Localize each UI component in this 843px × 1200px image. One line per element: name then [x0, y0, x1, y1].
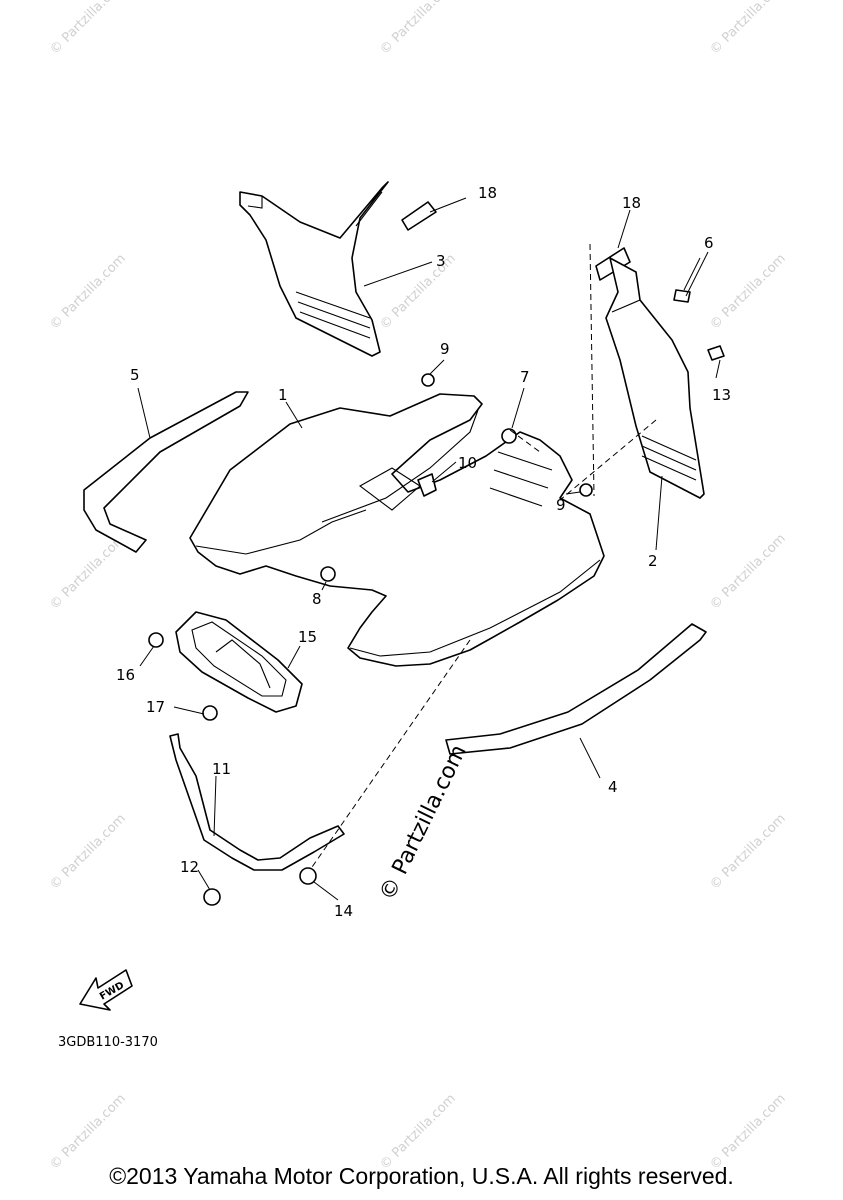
watermark: © Partzilla.com	[47, 0, 129, 58]
fwd-arrow-icon: FWD	[79, 969, 133, 1011]
watermark: © Partzilla.com	[707, 531, 789, 613]
watermark: © Partzilla.com	[377, 0, 459, 58]
bolts-top-right	[673, 289, 725, 361]
callout-13: 13	[712, 386, 731, 404]
watermark-center: © Partzilla.com	[375, 741, 472, 905]
part-15-bracket	[175, 611, 303, 713]
callout-14: 14	[334, 902, 353, 920]
watermark: © Partzilla.com	[47, 531, 129, 613]
callout-16: 16	[116, 666, 135, 684]
callout-3: 3	[436, 252, 446, 270]
watermark: © Partzilla.com	[47, 251, 129, 333]
part-2-side-cover-right	[605, 257, 705, 499]
watermark: © Partzilla.com	[47, 811, 129, 893]
part-5-flap-strip-left	[83, 391, 249, 553]
callout-17: 17	[146, 698, 165, 716]
part-4-flap-strip-right	[445, 623, 707, 755]
callout-7: 7	[520, 368, 530, 386]
watermark: © Partzilla.com	[707, 1091, 789, 1173]
callout-15: 15	[298, 628, 317, 646]
callout-4: 4	[608, 778, 618, 796]
watermark: © Partzilla.com	[707, 251, 789, 333]
leader-lines	[137, 197, 721, 901]
callout-10: 10	[458, 454, 477, 472]
callout-18-left: 18	[478, 184, 497, 202]
watermark: © Partzilla.com	[707, 811, 789, 893]
callout-8: 8	[312, 590, 322, 608]
part-1-rear-fender	[189, 393, 605, 667]
callouts: 1 2 3 4 5 6 7 8 9 9 10 11 12 13 14 15 16…	[116, 184, 731, 920]
callout-18-right: 18	[622, 194, 641, 212]
callout-1: 1	[278, 386, 288, 404]
callout-12: 12	[180, 858, 199, 876]
watermark: © Partzilla.com	[47, 1091, 129, 1173]
callout-9-right: 9	[556, 496, 566, 514]
callout-9-top: 9	[440, 340, 450, 358]
watermark: © Partzilla.com	[377, 1091, 459, 1173]
callout-11: 11	[212, 760, 231, 778]
part-11-stay	[169, 733, 345, 871]
copyright-notice: ©2013 Yamaha Motor Corporation, U.S.A. A…	[109, 1163, 734, 1189]
watermark: © Partzilla.com	[707, 0, 789, 58]
hardware	[148, 373, 593, 906]
callout-2: 2	[648, 552, 658, 570]
watermark: © Partzilla.com	[377, 251, 459, 333]
part-3-side-cover-left	[239, 181, 389, 357]
callout-5: 5	[130, 366, 140, 384]
drawing-code: 3GDB110-3170	[58, 1035, 158, 1050]
callout-6: 6	[704, 234, 714, 252]
